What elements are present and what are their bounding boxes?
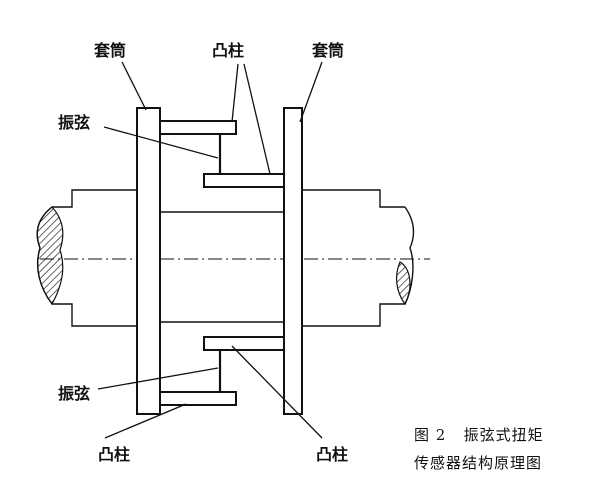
- leader-sleeve-right: [299, 61, 323, 123]
- boss-lower-left: [159, 391, 237, 406]
- left-sleeve: [136, 107, 161, 415]
- label-string-top: 振弦: [58, 113, 90, 132]
- left-shaft-section-hatch: [36, 206, 64, 306]
- boss-upper-left: [159, 120, 237, 135]
- boss-lower-right: [203, 336, 285, 351]
- label-sleeve-left: 套筒: [93, 41, 126, 60]
- leader-boss-bottom-right: [231, 345, 323, 439]
- label-boss-top: 凸柱: [212, 41, 244, 60]
- boss-upper-right: [203, 173, 285, 188]
- leader-string-bottom: [97, 367, 219, 390]
- leader-boss-top-a: [231, 63, 239, 123]
- right-shaft-section-hatch: [395, 261, 411, 306]
- label-string-bottom: 振弦: [58, 384, 90, 403]
- shaft: [36, 189, 430, 327]
- label-boss-bottom-left: 凸柱: [98, 445, 130, 464]
- caption-line-1: 图 2 振弦式扭矩: [414, 426, 544, 444]
- leader-sleeve-left: [121, 61, 147, 111]
- right-sleeve: [283, 107, 303, 415]
- leader-boss-top-b: [243, 63, 271, 175]
- leader-boss-bottom-left: [104, 403, 187, 439]
- label-boss-bottom-right: 凸柱: [316, 445, 348, 464]
- leader-string-top: [103, 126, 219, 159]
- caption-line-2: 传感器结构原理图: [414, 454, 542, 472]
- label-sleeve-right: 套筒: [311, 41, 344, 60]
